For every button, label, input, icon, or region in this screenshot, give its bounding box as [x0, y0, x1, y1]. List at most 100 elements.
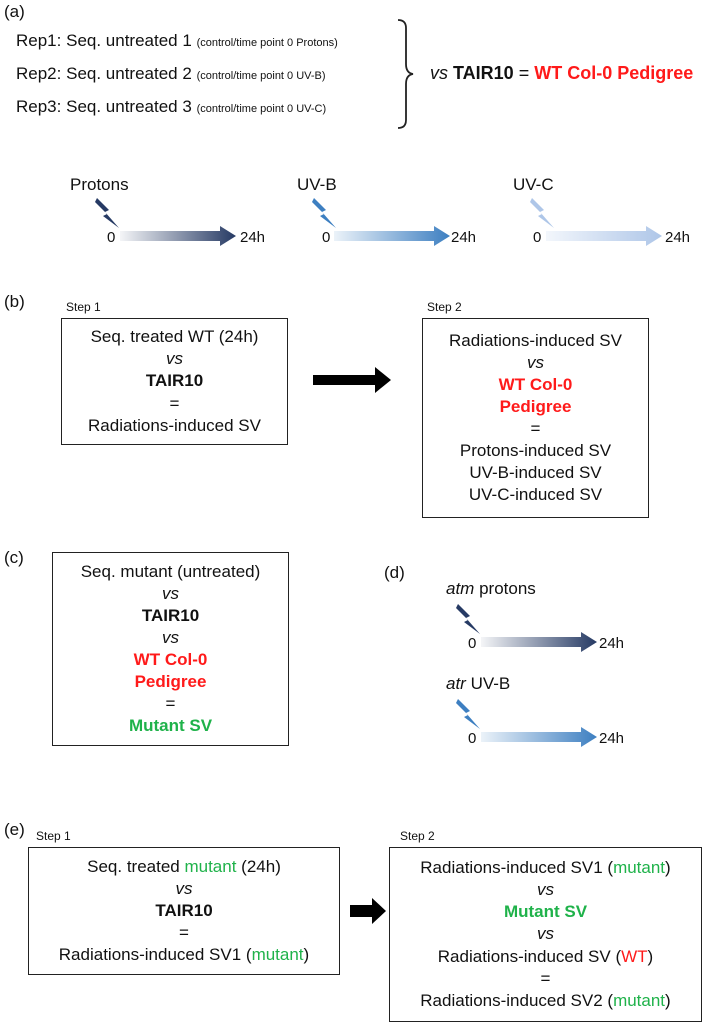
- e-step1-line1-pre: Seq. treated: [87, 856, 185, 876]
- e-step2-line1-mutant: mutant: [613, 858, 666, 878]
- e-step2-result-pre: Radiations-induced SV2 (: [420, 990, 614, 1010]
- e-step2-mutant-sv: Mutant SV: [503, 902, 588, 922]
- tl-protons-arrow: [120, 226, 236, 246]
- right-brace: [397, 19, 414, 129]
- c-line1: Seq. mutant (untreated): [80, 561, 261, 581]
- a-result: WT Col-0 Pedigree: [534, 63, 694, 83]
- rep3-line: Rep3: Seq. untreated 3 (control/time poi…: [16, 97, 326, 117]
- c-vs2: vs: [162, 627, 179, 647]
- e-step2-result: Radiations-induced SV2 (mutant): [420, 990, 670, 1012]
- tl-protons-start: 0: [107, 229, 116, 246]
- d-tl2-gene: atr: [446, 674, 466, 693]
- e-step2-box: Radiations-induced SV1 (mutant) vs Mutan…: [389, 847, 702, 1022]
- lightning-protons-icon: [95, 198, 119, 228]
- a-eq: =: [518, 63, 530, 83]
- b-step2-box: Radiations-induced SV vs WT Col-0 Pedigr…: [422, 318, 649, 518]
- e-step1-box: Seq. treated mutant (24h) vs TAIR10 = Ra…: [28, 847, 340, 975]
- panel-c-label: (c): [4, 548, 24, 567]
- panel-b-label: (b): [4, 292, 25, 311]
- b-step2-result-uvb: UV-B-induced SV: [469, 463, 602, 483]
- tl-uvb-end: 24h: [451, 229, 477, 246]
- tl-protons-end: 24h: [240, 229, 266, 246]
- tl-uvc-start: 0: [533, 229, 542, 246]
- panel-d-label: (d): [384, 563, 405, 582]
- panel-a-label: (a): [4, 2, 25, 21]
- e-step2-line3: Radiations-induced SV (WT): [438, 946, 653, 968]
- d-tl2-start: 0: [468, 730, 477, 747]
- e-step1-vs: vs: [175, 878, 193, 898]
- tl-uvb-label: UV-B: [297, 175, 337, 194]
- a-ref: TAIR10: [453, 63, 514, 83]
- panel-e-label: (e): [4, 820, 25, 839]
- d-tl1-start: 0: [468, 635, 477, 652]
- rep1-note: (control/time point 0 Protons): [196, 37, 338, 49]
- d-tl1-end: 24h: [599, 635, 625, 652]
- b-step1-vs: vs: [166, 349, 183, 369]
- d-tl1-label: atm protons: [446, 579, 536, 599]
- e-step2-line1: Radiations-induced SV1 (mutant): [420, 857, 670, 879]
- b-step2-result-protons: Protons-induced SV: [459, 441, 612, 461]
- e-step2-line1-post: ): [665, 858, 671, 878]
- b-step1-eq: =: [169, 393, 180, 413]
- e-step2-line3-wt: WT: [621, 946, 648, 966]
- a-comparison: vs TAIR10 = WT Col-0 Pedigree: [430, 63, 693, 84]
- b-step2-vs: vs: [527, 352, 544, 372]
- rep2-note: (control/time point 0 UV-B): [196, 70, 326, 82]
- rep1-name: Rep1:: [16, 31, 62, 50]
- c-eq: =: [165, 694, 176, 714]
- d-tl2-end: 24h: [599, 730, 625, 747]
- e-step2-result-post: ): [665, 990, 671, 1010]
- e-step2-vs1: vs: [537, 880, 554, 900]
- d-lightning-uvb-icon: [456, 699, 480, 729]
- e-step2-label: Step 2: [400, 829, 435, 843]
- d-lightning-protons-icon: [456, 604, 480, 634]
- rep3-name: Rep3:: [16, 97, 62, 116]
- e-step1-eq: =: [179, 923, 189, 943]
- b-step1-result: Radiations-induced SV: [88, 415, 261, 435]
- c-wt1: WT Col-0: [133, 650, 208, 669]
- rep3-note: (control/time point 0 UV-C): [196, 103, 327, 115]
- d-tl1-arrow: [481, 632, 597, 652]
- d-tl2-arrow: [481, 727, 597, 747]
- b-step2-label: Step 2: [427, 300, 462, 314]
- e-step-arrow: [350, 898, 386, 924]
- c-box: Seq. mutant (untreated) vs TAIR10 vs WT …: [52, 552, 289, 746]
- b-step1-box: Seq. treated WT (24h) vs TAIR10 = Radiat…: [61, 318, 288, 445]
- b-step2-line1: Radiations-induced SV: [449, 330, 622, 350]
- c-wt2: Pedigree: [134, 672, 207, 692]
- e-step2-vs2: vs: [537, 924, 554, 944]
- e-step2-result-mutant: mutant: [613, 990, 666, 1010]
- tl-uvc-arrow: [546, 226, 662, 246]
- b-step2-ref1: WT Col-0: [498, 374, 573, 394]
- tl-uvb-start: 0: [322, 229, 331, 246]
- rep3-text: Seq. untreated 3: [66, 97, 192, 116]
- d-tl1-gene: atm: [446, 579, 475, 598]
- rep1-line: Rep1: Seq. untreated 1 (control/time poi…: [16, 31, 338, 51]
- e-step1-line1-mutant: mutant: [184, 856, 237, 876]
- e-step1-label: Step 1: [36, 829, 71, 843]
- b-step1-line1: Seq. treated WT (24h): [90, 327, 259, 347]
- b-step1-label: Step 1: [66, 300, 101, 314]
- e-step1-result-mutant: mutant: [251, 945, 304, 965]
- b-step-arrow: [313, 367, 391, 393]
- tl-protons-label: Protons: [70, 175, 129, 194]
- d-tl1-name: protons: [479, 579, 536, 598]
- lightning-uvb-icon: [312, 198, 336, 228]
- c-ref: TAIR10: [141, 605, 200, 625]
- e-step1-ref: TAIR10: [155, 900, 213, 920]
- e-step1-result-pre: Radiations-induced SV1 (: [58, 945, 252, 965]
- b-step2-eq: =: [530, 419, 541, 438]
- d-tl2-label: atr UV-B: [446, 674, 510, 694]
- c-result: Mutant SV: [128, 716, 213, 736]
- c-vs1: vs: [162, 583, 179, 603]
- b-step1-ref: TAIR10: [145, 371, 204, 391]
- a-vs: vs: [430, 63, 448, 83]
- e-step1-line1-post: (24h): [236, 856, 281, 876]
- rep2-text: Seq. untreated 2: [66, 64, 192, 83]
- d-tl2-name: UV-B: [470, 674, 511, 693]
- rep2-line: Rep2: Seq. untreated 2 (control/time poi…: [16, 64, 326, 84]
- e-step2-line3-pre: Radiations-induced SV (: [437, 946, 622, 966]
- e-step2-line1-pre: Radiations-induced SV1 (: [420, 858, 614, 878]
- e-step1-result-post: ): [303, 945, 310, 965]
- e-step1-result: Radiations-induced SV1 (mutant): [59, 944, 309, 966]
